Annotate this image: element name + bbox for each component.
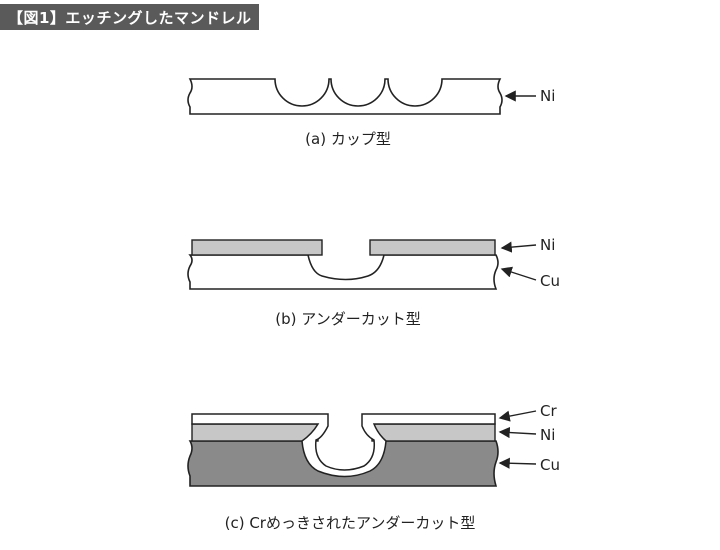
- panel-a-label-ni: Ni: [540, 87, 555, 105]
- panel-c-cu-base: [187, 440, 499, 487]
- panel-c-label-ni: Ni: [540, 426, 555, 444]
- panel-b-cu-arrow: [500, 266, 537, 281]
- panel-a-caption: (a) カップ型: [305, 130, 391, 148]
- panel-c-cr-plated-type: Cr Ni Cu (c) Crめっきされたアンダーカット型: [187, 402, 560, 532]
- panel-c-cu-arrow: [498, 457, 537, 469]
- panel-b-cu-plate: [187, 254, 499, 290]
- panel-c-ni-left: [191, 423, 319, 442]
- panel-b-caption: (b) アンダーカット型: [275, 310, 420, 328]
- panel-b-undercut-type: Ni Cu (b) アンダーカット型: [187, 236, 560, 328]
- panel-a-cup-type: Ni (a) カップ型: [187, 78, 555, 148]
- panel-c-ni-arrow: [498, 426, 537, 439]
- figure-title: 【図1】エッチングしたマンドレル: [0, 4, 260, 30]
- panel-b-label-cu: Cu: [540, 272, 560, 290]
- panel-c-label-cu: Cu: [540, 456, 560, 474]
- panel-b-ni-arrow: [500, 241, 537, 253]
- panel-c-ni-right: [371, 423, 496, 442]
- panel-b-label-ni: Ni: [540, 236, 555, 254]
- panel-a-ni-plate: [187, 78, 503, 115]
- panel-b-ni-right: [369, 239, 496, 256]
- panel-c-label-cr: Cr: [540, 402, 557, 420]
- panel-b-ni-left: [191, 239, 323, 256]
- panel-c-cr-coating: [191, 413, 496, 478]
- panel-c-cr-arrow: [498, 410, 537, 422]
- panel-c-caption: (c) Crめっきされたアンダーカット型: [225, 514, 476, 532]
